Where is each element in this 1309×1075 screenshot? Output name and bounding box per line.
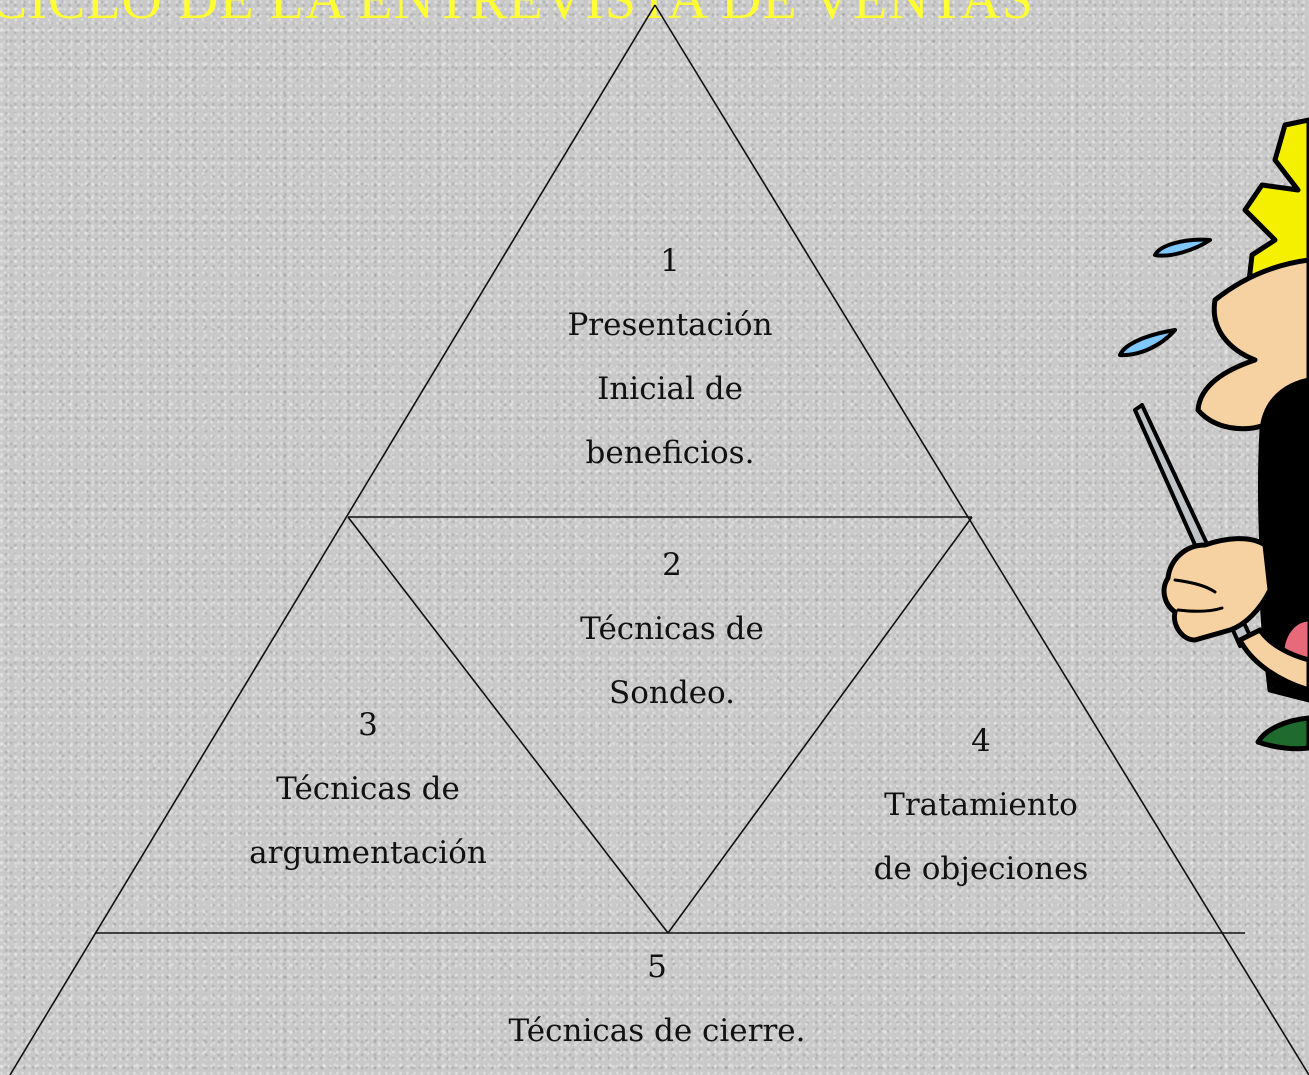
sweat-drop-1 xyxy=(1153,237,1212,258)
inner-left-edge xyxy=(347,516,669,934)
section-2-line-2: Sondeo. xyxy=(608,675,736,711)
section-1-number: 1 xyxy=(660,243,680,279)
arm xyxy=(1237,627,1309,693)
section-1-line-2: Inicial de xyxy=(597,371,743,407)
inner-right-edge xyxy=(667,516,973,934)
section-5-number: 5 xyxy=(647,949,667,985)
green-collar xyxy=(1255,715,1309,752)
section-1-label: 1 Presentación Inicial de beneficios. xyxy=(520,229,820,485)
pyramid-right-edge xyxy=(654,4,1309,1075)
hand xyxy=(1161,536,1273,643)
section-1-line-1: Presentación xyxy=(567,307,773,343)
section-3-line-1: Técnicas de xyxy=(276,771,460,807)
section-2-label: 2 Técnicas de Sondeo. xyxy=(522,533,822,725)
slide-title: CICLO DE LA ENTREVISTA DE VENTAS xyxy=(0,0,1034,31)
section-1-line-3: beneficios. xyxy=(585,435,755,471)
cartoon-man-illustration xyxy=(1118,117,1309,752)
section-4-line-1: Tratamiento xyxy=(884,787,1078,823)
section-4-label: 4 Tratamiento de objeciones xyxy=(831,709,1131,901)
section-4-number: 4 xyxy=(971,723,991,759)
section-3-label: 3 Técnicas de argumentación xyxy=(218,693,518,885)
section-5-label: 5 Técnicas de cierre. xyxy=(457,935,857,1063)
section-5-line-1: Técnicas de cierre. xyxy=(508,1013,806,1049)
section-2-number: 2 xyxy=(662,547,682,583)
pyramid-left-edge xyxy=(9,4,656,1075)
sweat-drop-2 xyxy=(1118,328,1177,358)
section-3-line-2: argumentación xyxy=(249,835,487,871)
section-4-line-2: de objeciones xyxy=(873,851,1089,887)
section-2-line-1: Técnicas de xyxy=(580,611,764,647)
section-3-number: 3 xyxy=(358,707,378,743)
